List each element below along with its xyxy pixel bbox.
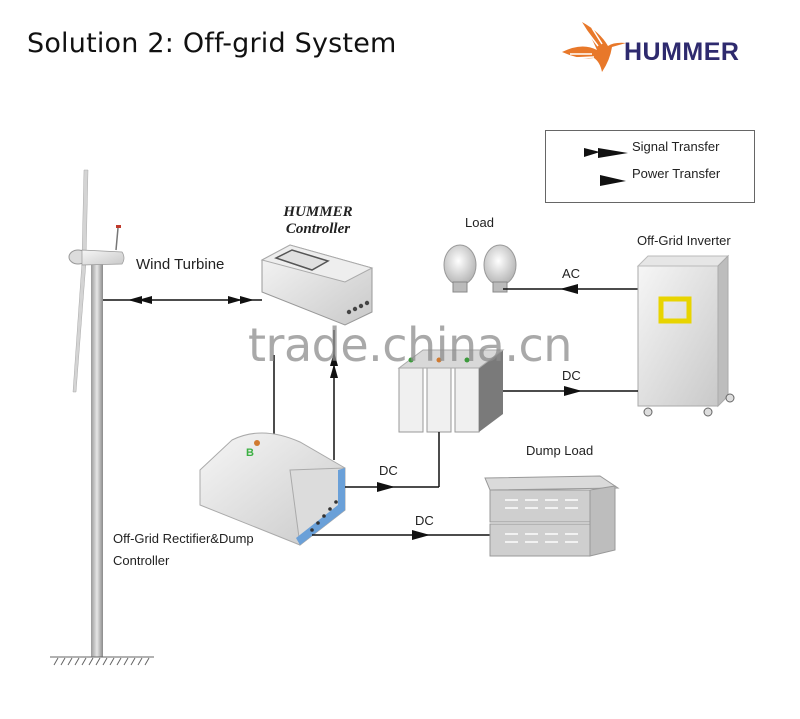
dc-label-rectifier-dump: DC <box>415 513 434 528</box>
rectifier-led-b: B <box>246 447 254 459</box>
load-bulbs <box>443 244 517 293</box>
watermark: trade.china.cn <box>248 318 572 372</box>
legend-signal-label: Signal Transfer <box>632 139 720 154</box>
dc-label-battery-inverter: DC <box>562 368 581 383</box>
power-link-rectifier-dump <box>312 530 490 540</box>
legend-power-label: Power Transfer <box>632 166 721 181</box>
dump-load-label: Dump Load <box>526 443 594 458</box>
turbine-blade <box>81 169 89 259</box>
turbine-tower <box>91 255 103 657</box>
dump-load-device <box>484 475 620 557</box>
inverter-label: Off-Grid Inverter <box>637 233 731 248</box>
dc-label-rectifier-battery: DC <box>379 463 398 478</box>
controller-label: HUMMER Controller <box>283 204 353 237</box>
controller-screen <box>274 249 330 271</box>
brand-name: HUMMER <box>624 38 740 66</box>
page-title: Solution 2: Off-grid System <box>27 28 397 59</box>
wind-turbine <box>50 169 154 666</box>
hummingbird-icon <box>562 22 626 72</box>
wind-turbine-label: Wind Turbine <box>136 256 225 273</box>
legend <box>545 130 755 203</box>
power-link-battery-inverter <box>503 386 638 396</box>
power-link-inverter-load <box>503 284 638 294</box>
signal-link-rectifier-controller <box>273 330 338 460</box>
battery-bank <box>397 349 505 433</box>
ac-label: AC <box>562 266 581 281</box>
turbine-nacelle <box>81 249 125 266</box>
signal-link-turbine-controller <box>103 296 262 304</box>
hummer-controller-device <box>260 244 374 326</box>
rectifier-label: Off-Grid Rectifier&Dump Controller <box>113 531 254 568</box>
ground <box>50 656 154 666</box>
rectifier-device <box>199 432 346 546</box>
brand-logo <box>552 12 762 77</box>
load-label: Load <box>465 215 494 230</box>
inverter-device <box>636 254 735 417</box>
power-link-rectifier-battery <box>345 432 440 492</box>
turbine-blade <box>72 261 87 393</box>
